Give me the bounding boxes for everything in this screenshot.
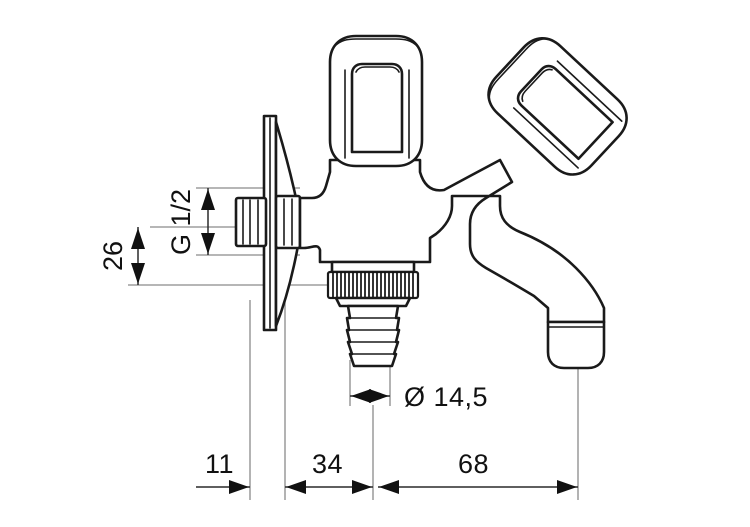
knurl-hatching xyxy=(332,272,414,298)
label-11: 11 xyxy=(205,449,234,479)
label-diameter: Ø 14,5 xyxy=(404,382,488,412)
barbed-hose-nozzle xyxy=(345,304,401,368)
left-valve-handle xyxy=(328,34,424,168)
dimension-26 xyxy=(131,227,145,285)
label-68: 68 xyxy=(458,449,489,479)
dimension-11 xyxy=(196,480,250,494)
label-g-half: G 1/2 xyxy=(166,189,196,255)
threaded-inlet-nipple xyxy=(234,194,302,250)
valve-body xyxy=(298,158,606,324)
label-26: 26 xyxy=(98,241,128,271)
dimension-68 xyxy=(378,480,578,494)
knurled-coupling-ring xyxy=(326,260,420,308)
aerator-outlet-housing xyxy=(546,320,606,370)
extension-lines xyxy=(128,187,579,500)
right-valve-handle xyxy=(487,37,628,176)
dimension-diameter xyxy=(350,389,390,403)
label-34: 34 xyxy=(312,449,343,479)
dimension-g-half xyxy=(201,188,215,255)
dimension-34 xyxy=(285,480,373,494)
